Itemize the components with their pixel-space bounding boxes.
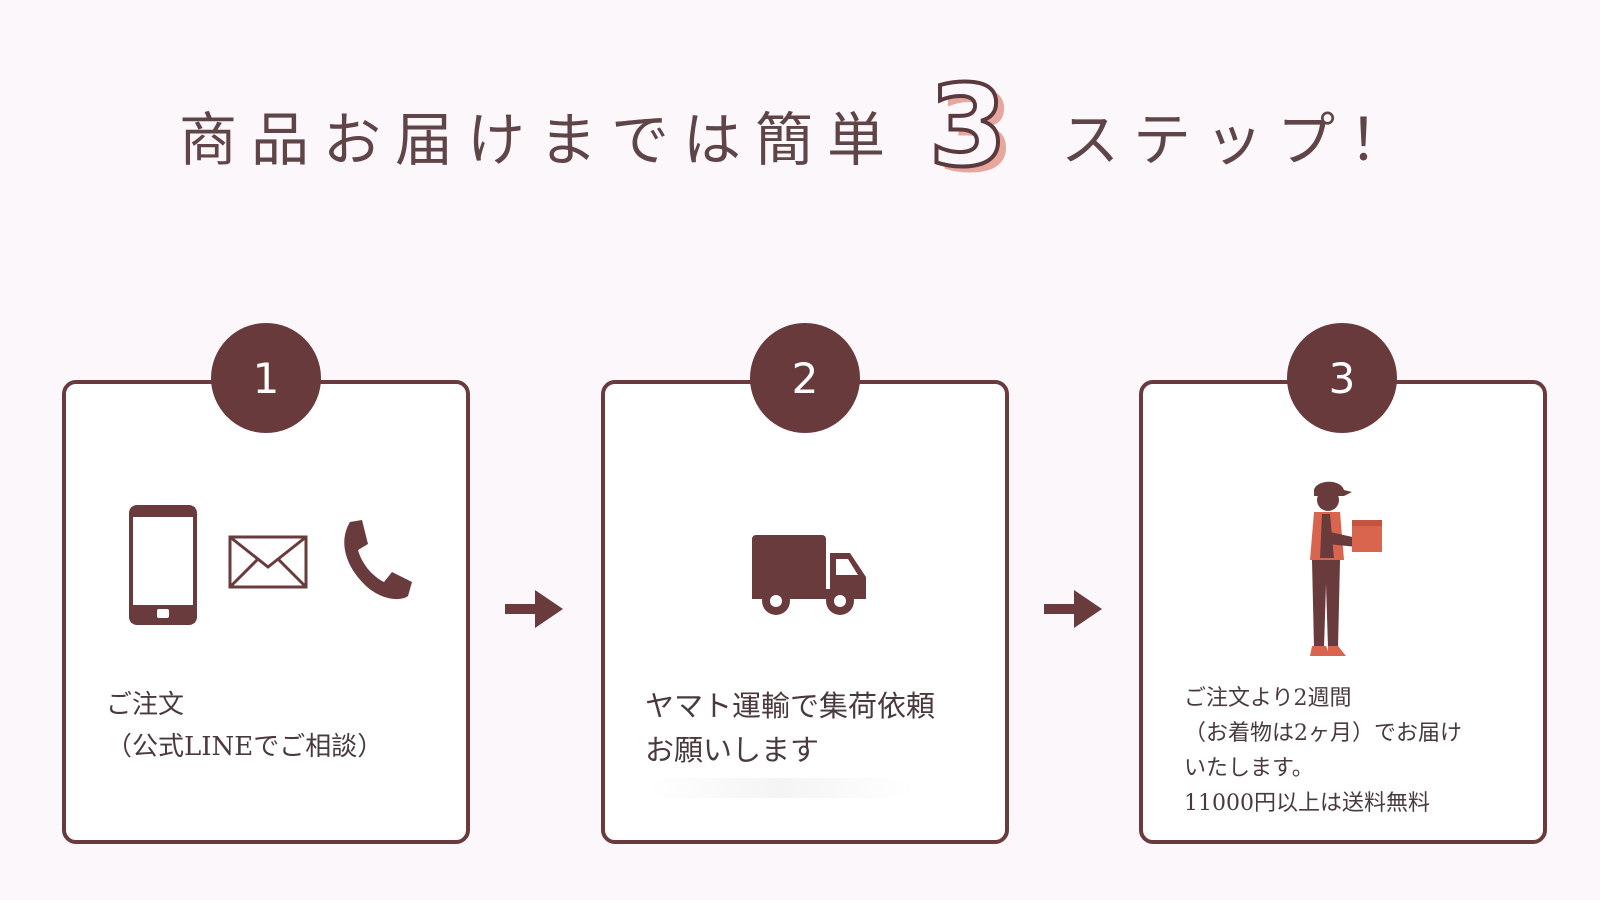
step-badge-3: 3 (1287, 323, 1397, 433)
headline-text-after: ステップ！ (1061, 106, 1422, 174)
step-card-1 (62, 380, 470, 844)
step-2-line-2: お願いします (645, 733, 820, 767)
smartphone-icon (129, 505, 197, 625)
delivery-person-icon (1310, 481, 1382, 656)
step-3-line-1: ご注文より2週間 (1184, 686, 1352, 711)
step-3-line-4: 11000円以上は送料無料 (1184, 791, 1430, 816)
step-3-line-3: いたします。 (1184, 756, 1314, 781)
step-badge-2: 2 (750, 323, 860, 433)
arrow-right-icon (1044, 590, 1102, 628)
step-3-line-2: （お着物は2ヶ月）でお届け (1184, 721, 1462, 746)
delivery-truck-icon (752, 535, 866, 615)
headline-number-shadow: 3 (937, 68, 1015, 198)
step-1-line-2: （公式LINEでご相談） (106, 732, 384, 762)
phone-handset-icon (344, 520, 412, 600)
step-caption-3: ご注文より2週間 （お着物は2ヶ月）でお届け いたします。 11000円以上は送… (1184, 681, 1462, 821)
step-card-2 (601, 380, 1009, 844)
step-caption-2: ヤマト運輸で集荷依頼 お願いします (645, 684, 935, 772)
step-1-line-1: ご注文 (106, 690, 185, 720)
headline-number-main: 3 (927, 62, 1009, 192)
step-caption-1: ご注文 （公式LINEでご相談） (106, 684, 383, 768)
step-2-line-1: ヤマト運輸で集荷依頼 (645, 689, 936, 723)
faded-text-smudge (645, 778, 915, 798)
headline: 商品お届けまでは簡単 3 3 ステップ！ (0, 65, 1600, 200)
headline-number: 3 3 (927, 65, 1021, 198)
arrow-right-icon (505, 590, 563, 628)
step-badge-1: 1 (211, 323, 321, 433)
headline-text-before: 商品お届けまでは簡単 (178, 106, 899, 174)
envelope-icon (228, 535, 308, 589)
